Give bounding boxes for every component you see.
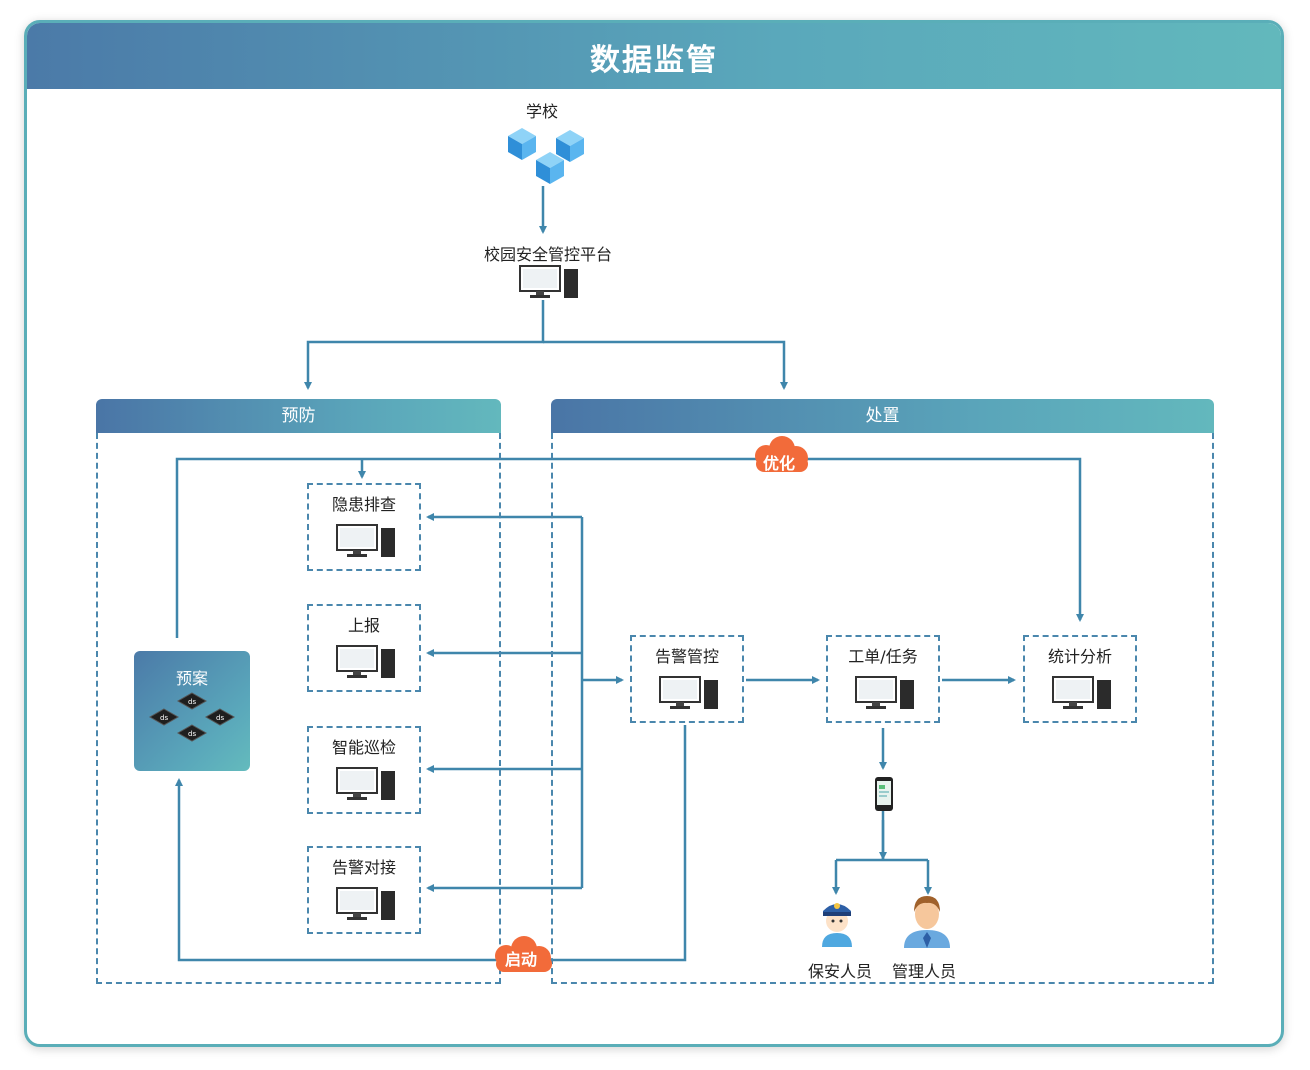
- node-label: 告警管控: [654, 647, 719, 666]
- plan-box[interactable]: 预案 ds ds ds ds: [134, 651, 250, 771]
- school-buildings-icon: [508, 128, 584, 184]
- svg-text:ds: ds: [188, 698, 196, 706]
- computer-icon: [659, 676, 718, 709]
- chip-cluster-icon: ds ds ds ds: [148, 692, 236, 742]
- node-label: 告警对接: [331, 858, 396, 877]
- mobile-phone-icon: [875, 777, 893, 811]
- node-report[interactable]: 上报: [307, 604, 421, 692]
- start-cloud: 启动: [484, 934, 558, 974]
- security-guard-icon: [822, 903, 852, 947]
- computer-icon: [336, 767, 395, 800]
- node-hazard-check[interactable]: 隐患排查: [307, 483, 421, 571]
- node-label: 隐患排查: [331, 495, 396, 514]
- prevention-panel-header: 预防: [96, 399, 501, 433]
- node-alarm-integration[interactable]: 告警对接: [307, 846, 421, 934]
- optimize-label: 优化: [762, 454, 795, 473]
- cloud-shape-icon: [755, 436, 808, 472]
- plan-label: 预案: [175, 669, 208, 688]
- disposal-panel: [551, 433, 1214, 984]
- diagram-frame: 数据监管: [24, 20, 1284, 1047]
- svg-text:ds: ds: [160, 714, 168, 722]
- platform-computer-icon: [519, 265, 578, 298]
- frame-header: 数据监管: [27, 23, 1281, 89]
- node-label: 上报: [347, 616, 380, 635]
- start-label: 启动: [504, 950, 537, 969]
- page-title: 数据监管: [590, 43, 718, 78]
- node-statistics[interactable]: 统计分析: [1023, 635, 1137, 723]
- node-smart-patrol[interactable]: 智能巡检: [307, 726, 421, 814]
- computer-icon: [855, 676, 914, 709]
- svg-text:ds: ds: [216, 714, 224, 722]
- platform-label: 校园安全管控平台: [484, 245, 613, 264]
- node-label: 智能巡检: [331, 738, 396, 757]
- school-label: 学校: [526, 102, 559, 121]
- node-label: 统计分析: [1047, 647, 1112, 666]
- svg-text:ds: ds: [188, 730, 196, 738]
- node-work-order[interactable]: 工单/任务: [826, 635, 940, 723]
- security-guard-label: 保安人员: [808, 962, 873, 981]
- cloud-shape-icon: [495, 936, 552, 972]
- computer-icon: [1052, 676, 1111, 709]
- prevention-panel: [96, 433, 501, 984]
- node-label: 工单/任务: [848, 647, 918, 666]
- node-alarm-control[interactable]: 告警管控: [630, 635, 744, 723]
- computer-icon: [336, 524, 395, 557]
- disposal-panel-header: 处置: [551, 399, 1214, 433]
- computer-icon: [336, 645, 395, 678]
- manager-icon: [904, 896, 950, 948]
- computer-icon: [336, 887, 395, 920]
- optimize-cloud: 优化: [744, 434, 814, 474]
- manager-label: 管理人员: [892, 962, 957, 981]
